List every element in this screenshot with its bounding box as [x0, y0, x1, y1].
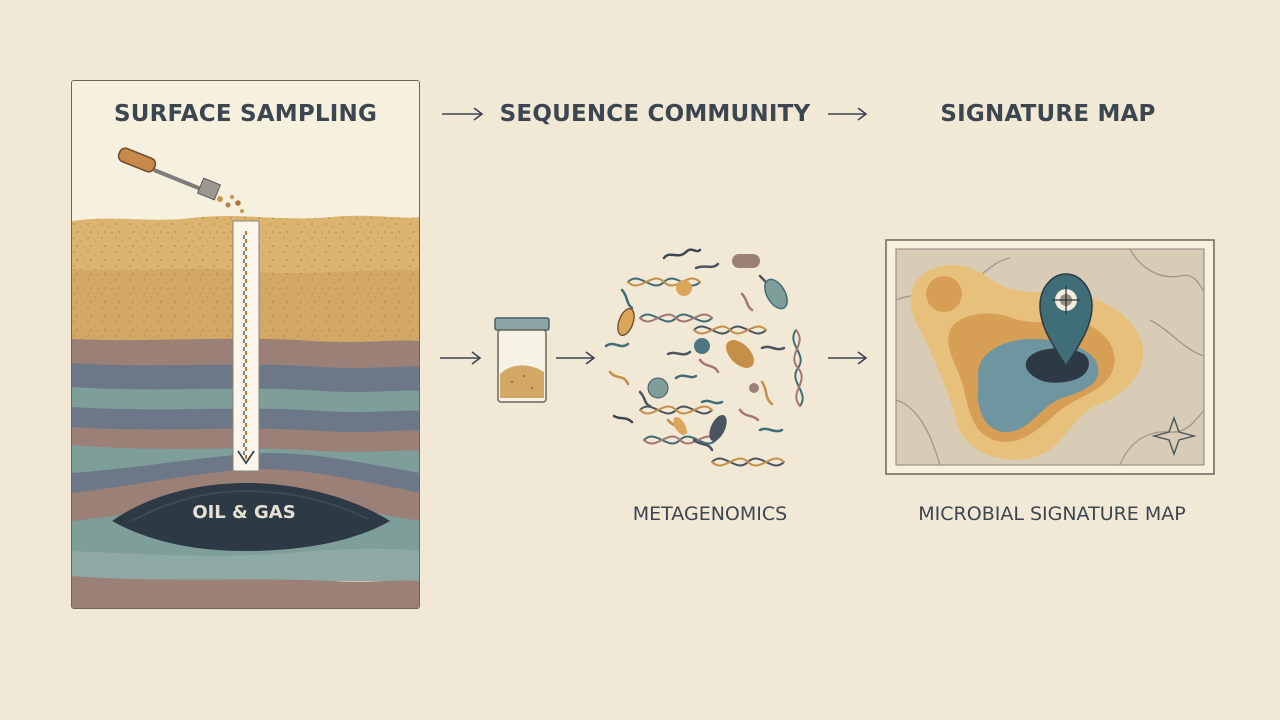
microbe-icon — [647, 377, 669, 399]
map-pin-icon — [1039, 273, 1093, 368]
arrow-right-icon — [828, 351, 868, 365]
microbe-cluster — [604, 248, 804, 467]
dna-helix-icon — [792, 329, 804, 407]
reservoir-label: OIL & GAS — [192, 502, 296, 523]
microbe-icon — [726, 340, 754, 368]
compass-star-icon — [1151, 415, 1197, 457]
microbe-cells — [617, 254, 788, 442]
dna-helix-icon — [643, 435, 717, 445]
arrow-right-icon — [828, 107, 868, 121]
surface-sampling-panel: OIL & GAS — [71, 80, 420, 609]
sample-vial-icon — [494, 317, 550, 403]
dna-helix-icon — [711, 457, 785, 467]
dna-helix-icon — [639, 313, 713, 323]
metagenomics-caption: METAGENOMICS — [632, 503, 788, 525]
microbe-icon — [732, 254, 760, 268]
soil-probe-icon — [117, 147, 244, 213]
microbe-icon — [709, 414, 727, 442]
arrow-right-icon — [556, 351, 596, 365]
microbe-icon — [673, 416, 687, 436]
arrow-right-icon — [442, 107, 484, 121]
microbe-icon — [676, 280, 692, 296]
secondary-anomaly — [926, 276, 962, 312]
arrow-right-icon — [440, 351, 482, 365]
microbe-icon — [764, 278, 788, 310]
step-title-surface-sampling: SURFACE SAMPLING — [113, 101, 378, 127]
cross-section — [72, 81, 419, 608]
microbe-icon — [617, 307, 635, 337]
step-title-signature-map: SIGNATURE MAP — [940, 101, 1156, 127]
microbe-icon — [694, 338, 710, 354]
microbe-icon — [749, 383, 759, 393]
dna-helix-icon — [693, 325, 767, 335]
step-title-sequence-community: SEQUENCE COMMUNITY — [499, 101, 811, 127]
signature-core — [1025, 348, 1089, 383]
signature-map — [885, 239, 1215, 475]
signature-map-caption: MICROBIAL SIGNATURE MAP — [918, 503, 1186, 525]
dna-helix-icon — [639, 405, 713, 415]
